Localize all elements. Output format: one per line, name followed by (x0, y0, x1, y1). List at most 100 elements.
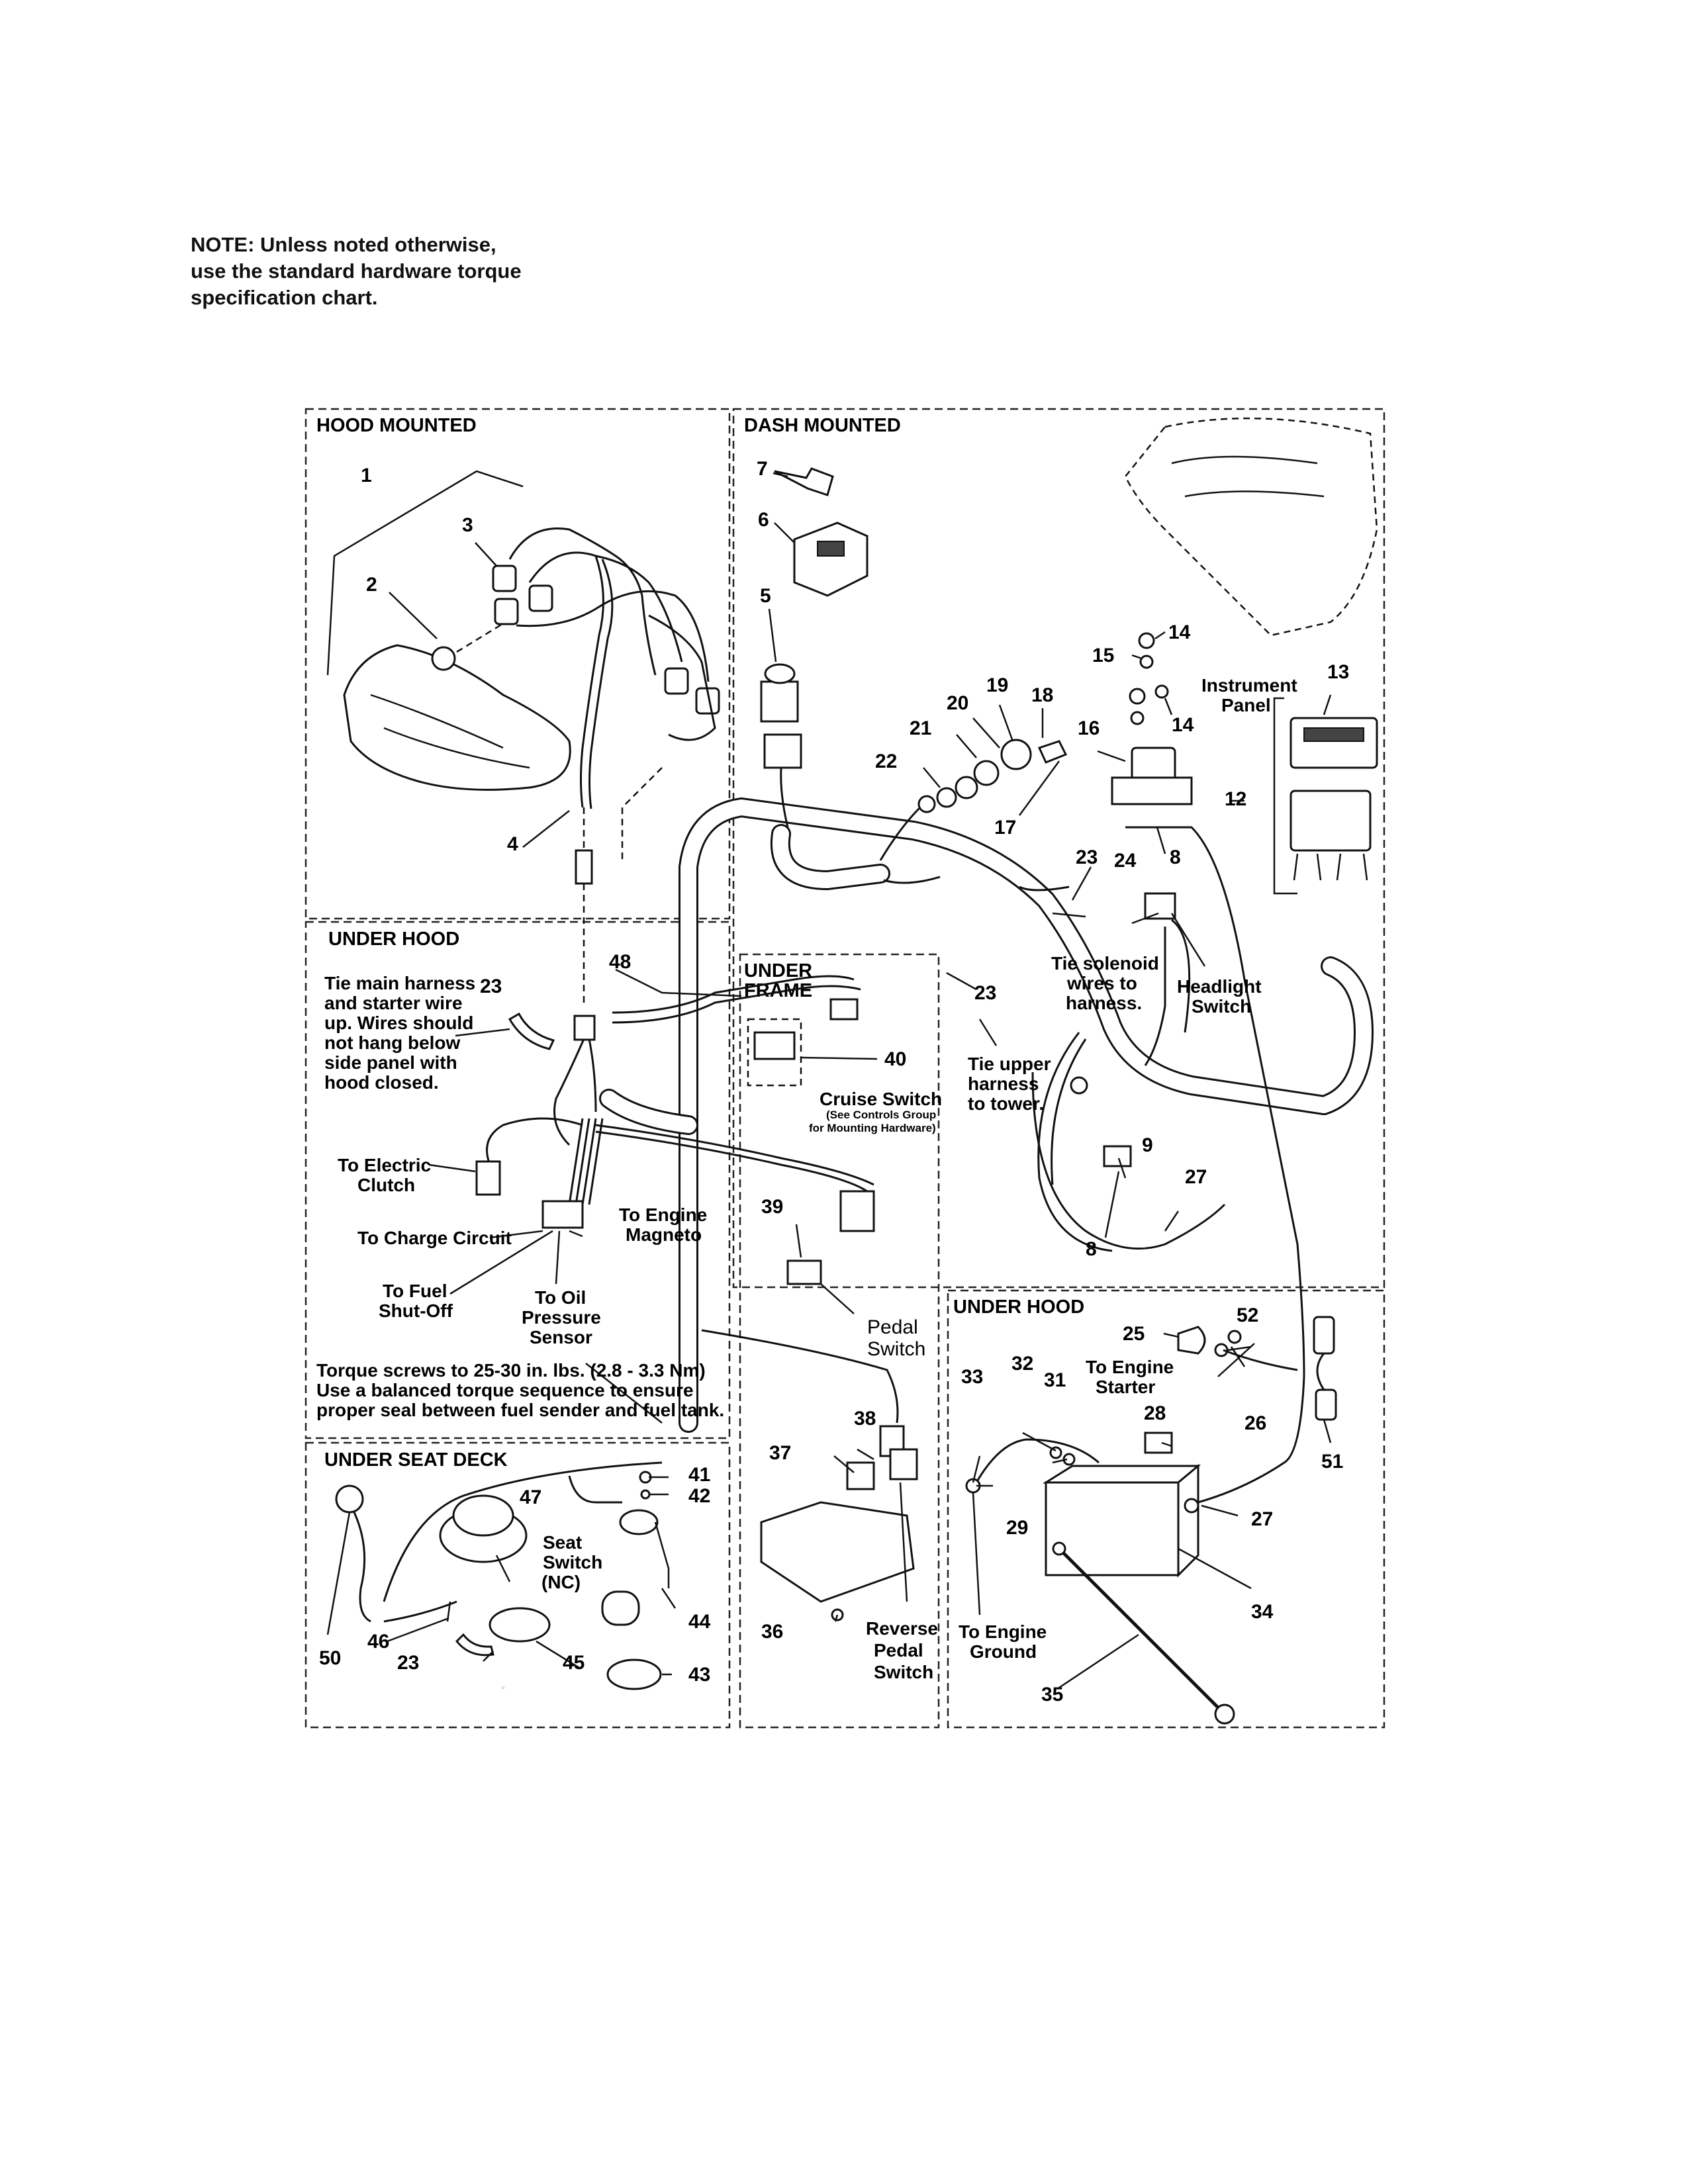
harness-joint-inner (601, 1091, 696, 1133)
reverse-switch-bracket-icon (760, 1501, 915, 1603)
harness-plug-icon (1313, 1316, 1335, 1355)
connector-icon (763, 733, 802, 769)
tie-solenoid-line-2: wires to (1066, 973, 1137, 993)
part-number: 40 (884, 1048, 906, 1070)
socket-icon (664, 667, 689, 695)
tie-main-line-4: not hang below (324, 1032, 461, 1053)
under-seat-deck-parts (335, 1461, 670, 1690)
part-number: 31 (1044, 1369, 1066, 1391)
leader-lines (326, 472, 1332, 1689)
part-number: 27 (1185, 1166, 1207, 1188)
hood-mounted-box (305, 408, 731, 920)
switch-5-button (764, 663, 796, 684)
reverse-line-2: Pedal (874, 1640, 923, 1661)
nut-icon (1000, 739, 1032, 770)
connector-icon (335, 1484, 364, 1514)
headlight-line-2: Switch (1192, 996, 1251, 1017)
torque-line-1: Torque screws to 25-30 in. lbs. (2.8 - 3… (316, 1360, 706, 1381)
part-number: 5 (760, 585, 771, 607)
fuel-shutoff-wire (353, 1512, 371, 1623)
torque-line-2: Use a balanced torque sequence to ensure (316, 1380, 694, 1400)
part-number: 19 (986, 674, 1008, 696)
pedal-switch-icon (786, 1259, 822, 1285)
part-number: 23 (397, 1652, 419, 1674)
oil-pressure-line-3: Sensor (530, 1327, 592, 1347)
harness-tie-ring (1070, 1076, 1088, 1095)
solenoid-base (1111, 776, 1193, 805)
part-number: 39 (761, 1196, 783, 1218)
part-number: 24 (1114, 850, 1137, 872)
headlight-housing-icon (343, 644, 571, 791)
part-number: 38 (854, 1408, 876, 1430)
part-number: 8 (1170, 846, 1181, 868)
part-number: 2 (366, 574, 377, 596)
part-number: 45 (563, 1652, 585, 1674)
ground-wire (1031, 1071, 1226, 1250)
rod-end (1214, 1704, 1235, 1725)
washer-icon (936, 787, 957, 808)
hood-harness-wire (528, 551, 683, 662)
reverse-switch-icon (889, 1448, 918, 1480)
charge-circuit-label: To Charge Circuit (357, 1228, 512, 1248)
note-line-1: NOTE: Unless noted otherwise, (191, 233, 496, 256)
reverse-line-1: Reverse (866, 1618, 938, 1639)
main-harness-inner (680, 799, 1372, 1431)
section-title-under-hood-right: UNDER HOOD (953, 1297, 1084, 1318)
ignition-switch-icon (793, 522, 868, 597)
part-number: 44 (688, 1611, 711, 1633)
tie-solenoid-line-1: Tie solenoid (1051, 953, 1159, 974)
part-number: 42 (688, 1485, 710, 1507)
tie-main-line-2: and starter wire (324, 993, 463, 1013)
relay-icon (1103, 1145, 1132, 1167)
hold-down-rod-icon (1058, 1547, 1226, 1715)
connector-icon (541, 1200, 584, 1229)
socket-icon (528, 584, 553, 612)
fuel-shutoff-line-2: Shut-Off (379, 1300, 453, 1321)
part-number: 50 (319, 1647, 341, 1669)
tie-main-line-6: hood closed. (324, 1072, 439, 1093)
part-number: 4 (507, 833, 518, 855)
reverse-line-3: Switch (874, 1662, 933, 1682)
headlight-housing-detail (370, 694, 530, 769)
bulb-icon (431, 646, 456, 671)
battery-side (1177, 1463, 1199, 1578)
part-number: 15 (1092, 645, 1114, 666)
pedal-switch-line-1: Pedal (867, 1316, 918, 1338)
headlight-line-1: Headlight (1177, 976, 1262, 997)
part-number: 8 (1086, 1238, 1097, 1260)
dash-panel-detail (1171, 455, 1325, 498)
socket-icon (492, 565, 517, 592)
engine-ground-line-2: Ground (970, 1641, 1037, 1662)
bracket-icon (846, 1461, 875, 1490)
starter-cable (1223, 1349, 1298, 1371)
fuel-sender-tube (654, 1522, 670, 1588)
sender-wire (568, 1475, 622, 1504)
part-number: 35 (1041, 1684, 1063, 1706)
instrument-bracket (1273, 697, 1297, 895)
engine-starter-line-2: Starter (1096, 1377, 1155, 1397)
rod-end (1052, 1541, 1066, 1556)
key-icon (1037, 740, 1068, 764)
under-hood-left-parts (475, 767, 905, 1457)
part-number: 37 (769, 1442, 791, 1464)
part-number: 16 (1078, 717, 1100, 739)
tie-wire (1019, 886, 1070, 891)
part-number: 48 (609, 951, 631, 973)
plug-wire (1316, 1353, 1325, 1390)
clutch-wire (486, 1117, 583, 1165)
hood-link-dash (621, 767, 663, 860)
section-title-under-frame-2: FRAME (744, 980, 812, 1001)
pedal-switch-wire (595, 1124, 874, 1186)
cable-tie-icon (455, 1633, 494, 1657)
part-number: 22 (875, 751, 897, 772)
part-number: 18 (1031, 684, 1053, 706)
terminal-cover-icon (1144, 1432, 1173, 1454)
engine-ground-line-1: To Engine (959, 1621, 1047, 1642)
fuel-sender-icon (619, 1509, 659, 1535)
section-title-under-hood-left: UNDER HOOD (328, 929, 459, 950)
cable-tie-icon (508, 1012, 555, 1050)
part-number: 7 (757, 458, 768, 480)
ignition-switch-face (817, 541, 845, 557)
washer-icon (1130, 711, 1145, 725)
